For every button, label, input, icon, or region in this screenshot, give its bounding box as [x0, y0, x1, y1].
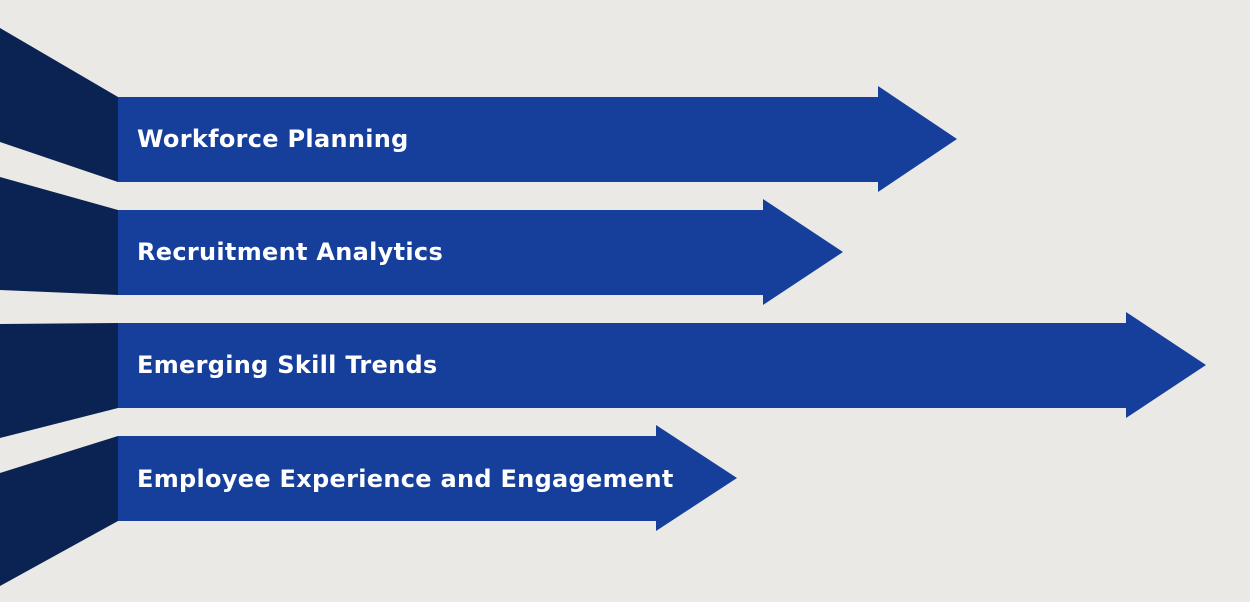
- arrow-label-emerging-skill-trends: Emerging Skill Trends: [137, 351, 438, 379]
- arrow-recruitment-analytics: [118, 199, 843, 305]
- arrow-label-recruitment-analytics: Recruitment Analytics: [137, 238, 444, 266]
- arrow-label-workforce-planning: Workforce Planning: [137, 125, 409, 153]
- funnel-segment-1: [0, 28, 118, 182]
- funnel-segment-2: [0, 177, 118, 295]
- arrow-workforce-planning: [118, 86, 957, 192]
- funnel-segment-3: [0, 323, 118, 438]
- arrows: [118, 86, 1206, 531]
- arrow-emerging-skill-trends: [118, 312, 1206, 418]
- arrow-employee-experience: [118, 425, 737, 531]
- funnel-segment-4: [0, 436, 118, 586]
- funnel-shapes: [0, 28, 118, 586]
- arrow-label-employee-experience: Employee Experience and Engagement: [137, 465, 674, 493]
